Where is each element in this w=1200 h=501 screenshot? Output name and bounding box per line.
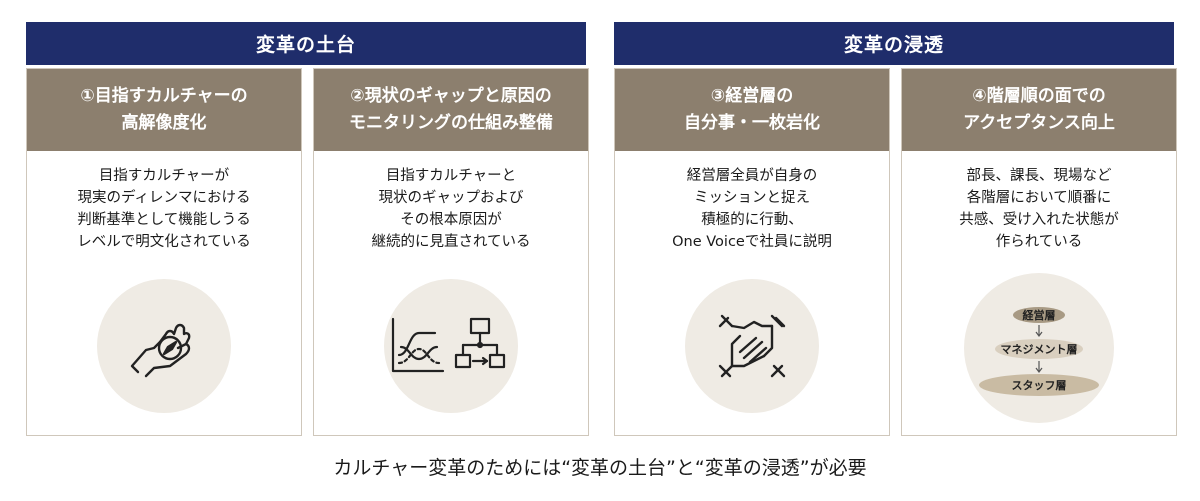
body-line: ミッションと捉え bbox=[694, 190, 810, 206]
tier-bottom bbox=[979, 374, 1099, 396]
heading-line: ②現状のギャップと原因の bbox=[350, 86, 552, 106]
compass-in-hand-icon bbox=[130, 323, 191, 378]
body-line: 継続的に見直されている bbox=[371, 234, 531, 250]
card-heading: ③経営層の 自分事・一枚岩化 bbox=[615, 69, 889, 151]
body-line: レベルで明文化されている bbox=[77, 234, 251, 250]
heading-line: アクセプタンス向上 bbox=[963, 113, 1115, 133]
group-title: 変革の土台 bbox=[255, 34, 356, 56]
card-heading: ②現状のギャップと原因の モニタリングの仕組み整備 bbox=[314, 69, 588, 151]
card-culture-definition: ①目指すカルチャーの 高解像度化 目指すカルチャーが 現実のディレンマにおける … bbox=[26, 68, 302, 436]
body-line: 現状のギャップおよび bbox=[378, 190, 524, 206]
joined-hands-icon bbox=[718, 314, 786, 378]
body-line: 経営層全員が自身の bbox=[686, 168, 818, 184]
hierarchy-tiers-icon: 経営層 マネジメント層 スタッフ層 bbox=[979, 307, 1099, 396]
tier-label: スタッフ層 bbox=[1012, 379, 1067, 392]
heading-line: 高解像度化 bbox=[121, 113, 207, 133]
tier-middle bbox=[995, 339, 1083, 359]
heading-line: ③経営層の bbox=[710, 86, 794, 106]
card-management-alignment: ③経営層の 自分事・一枚岩化 経営層全員が自身の ミッションと捉え 積極的に行動… bbox=[614, 68, 890, 436]
body-line: 判断基準として機能しうる bbox=[77, 212, 251, 228]
tier-label: マネジメント層 bbox=[1001, 343, 1078, 356]
tier-top bbox=[1013, 307, 1065, 323]
body-line: 目指すカルチャーと bbox=[385, 168, 517, 184]
body-line: 各階層において順番に bbox=[966, 190, 1112, 206]
card-acceptance: ④階層順の面での アクセプタンス向上 部長、課長、現場など 各階層において順番に… bbox=[901, 68, 1177, 436]
group-header-foundation: 変革の土台 bbox=[26, 22, 586, 65]
icon-circle bbox=[97, 279, 231, 413]
card-body: 経営層全員が自身の ミッションと捉え 積極的に行動、 One Voiceで社員に… bbox=[615, 151, 889, 253]
heading-line: ①目指すカルチャーの bbox=[80, 86, 248, 106]
icon-circle bbox=[685, 279, 819, 413]
body-line: 目指すカルチャーが bbox=[98, 168, 230, 184]
body-line: 部長、課長、現場など bbox=[966, 168, 1112, 184]
body-line: その根本原因が bbox=[400, 212, 502, 228]
card-body: 目指すカルチャーと 現状のギャップおよび その根本原因が 継続的に見直されている bbox=[314, 151, 588, 253]
heading-line: 自分事・一枚岩化 bbox=[684, 113, 820, 133]
body-line: 積極的に行動、 bbox=[701, 212, 803, 228]
card-body: 目指すカルチャーが 現実のディレンマにおける 判断基準として機能しうる レベルで… bbox=[27, 151, 301, 253]
heading-line: モニタリングの仕組み整備 bbox=[349, 113, 553, 133]
card-gap-monitoring: ②現状のギャップと原因の モニタリングの仕組み整備 目指すカルチャーと 現状のギ… bbox=[313, 68, 589, 436]
chart-and-flowchart-icon bbox=[391, 317, 506, 373]
group-header-penetration: 変革の浸透 bbox=[614, 22, 1174, 65]
body-line: 現実のディレンマにおける bbox=[77, 190, 251, 206]
card-heading: ①目指すカルチャーの 高解像度化 bbox=[27, 69, 301, 151]
footer-caption: カルチャー変革のためには“変革の土台”と“変革の浸透”が必要 bbox=[333, 457, 867, 479]
body-line: 共感、受け入れた状態が bbox=[959, 212, 1119, 228]
tier-label: 経営層 bbox=[1023, 308, 1056, 322]
body-line: One Voiceで社員に説明 bbox=[672, 234, 832, 250]
card-body: 部長、課長、現場など 各階層において順番に 共感、受け入れた状態が 作られている bbox=[902, 151, 1176, 253]
heading-line: ④階層順の面での bbox=[972, 86, 1106, 106]
body-line: 作られている bbox=[995, 234, 1083, 250]
icon-circle bbox=[384, 279, 518, 413]
card-heading: ④階層順の面での アクセプタンス向上 bbox=[902, 69, 1176, 151]
icon-circle: 経営層 マネジメント層 スタッフ層 bbox=[964, 273, 1114, 423]
group-title: 変革の浸透 bbox=[843, 34, 944, 56]
